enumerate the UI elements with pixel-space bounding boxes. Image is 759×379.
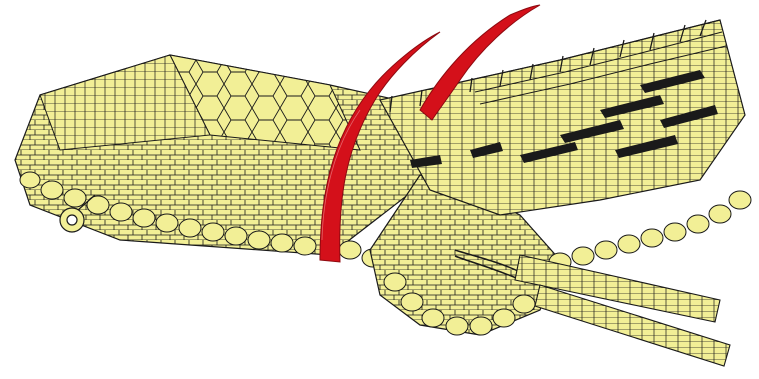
lower-right-strands — [515, 255, 730, 366]
right-layered-flap — [380, 20, 745, 215]
